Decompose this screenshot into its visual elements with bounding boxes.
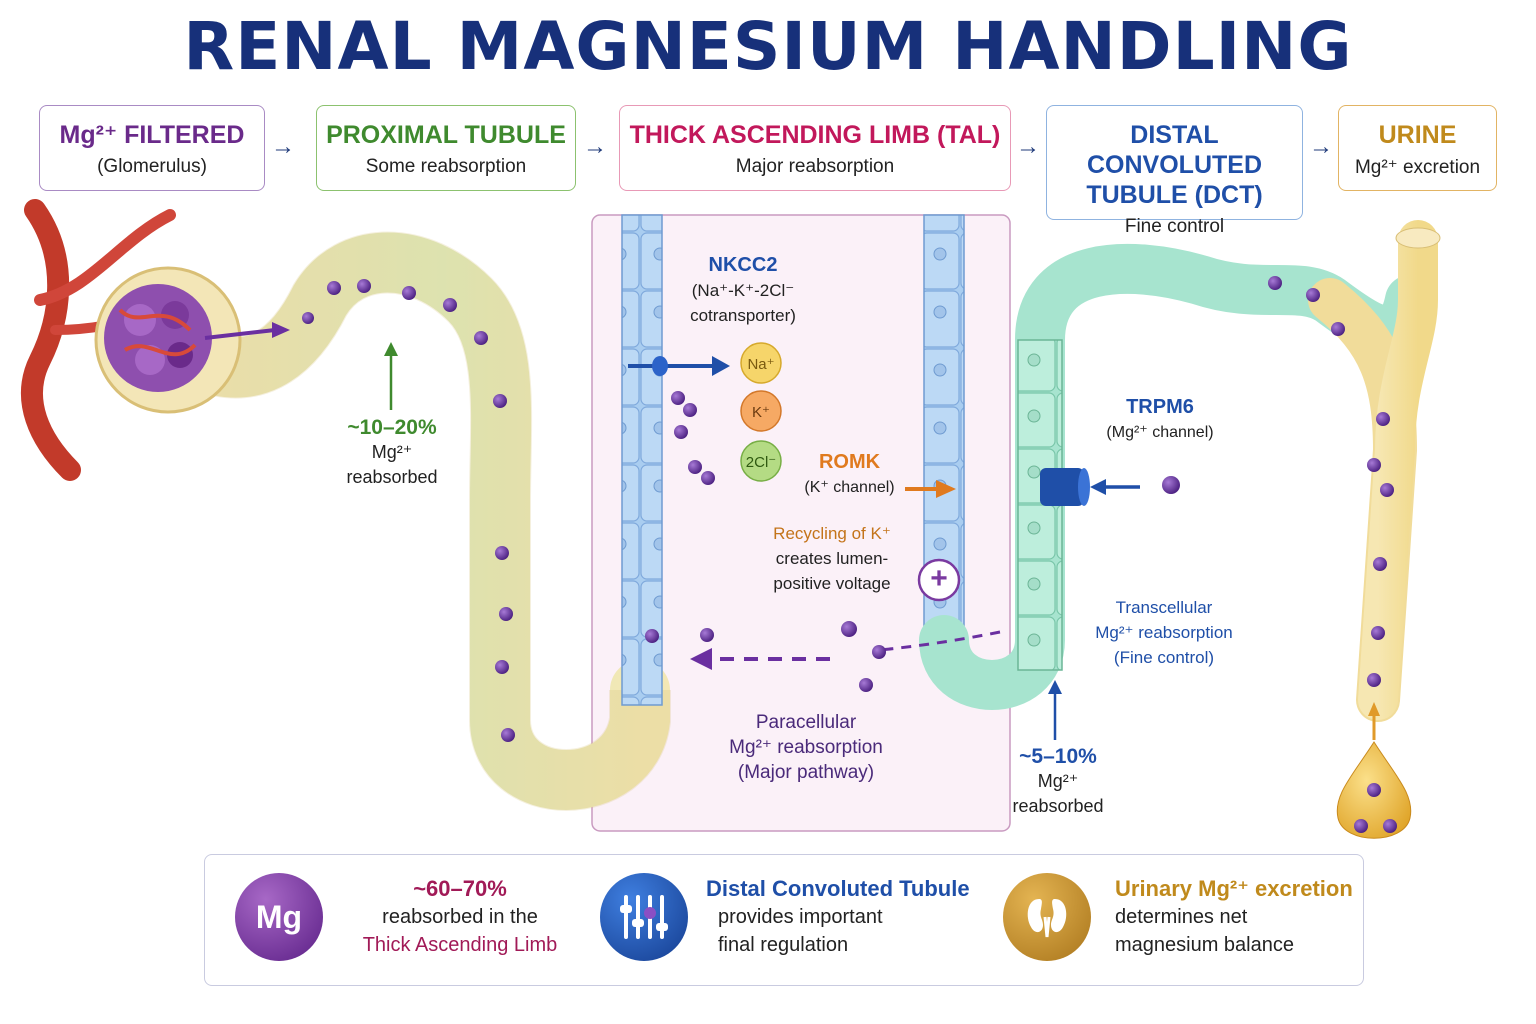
stage-urine: URINE Mg²⁺ excretion xyxy=(1338,105,1497,191)
paracellular-label: Paracellular Mg²⁺ reabsorption (Major pa… xyxy=(706,710,906,785)
collecting-duct xyxy=(1358,220,1438,720)
para-line1: Paracellular xyxy=(755,712,857,733)
recycling-line3: positive voltage xyxy=(773,574,891,593)
dct-mg: Mg²⁺ xyxy=(1037,771,1079,791)
glomerulus xyxy=(104,284,212,392)
stage-dct: DISTAL CONVOLUTED TUBULE (DCT) Fine cont… xyxy=(1046,105,1303,237)
stage-proximal-title: PROXIMAL TUBULE xyxy=(326,121,566,149)
sliders-icon xyxy=(600,873,688,961)
stage-dct-sub: Fine control xyxy=(1124,216,1225,237)
ion-cl-icon xyxy=(740,440,782,482)
dct-reabsorption-label: ~5–10% Mg²⁺ reabsorbed xyxy=(992,744,1124,819)
stage-filtered: Mg²⁺ FILTERED (Glomerulus) xyxy=(39,105,265,191)
stage-dct-title-1: DISTAL CONVOLUTED xyxy=(1087,121,1262,179)
nkcc2-line2: cotransporter) xyxy=(690,306,796,325)
ion-na-label: Na⁺ xyxy=(747,356,775,373)
nkcc2-label: NKCC2 (Na⁺-K⁺-2Cl⁻ cotransporter) xyxy=(678,253,808,328)
nkcc2-name: NKCC2 xyxy=(708,254,778,276)
summary-legend: Mg ~60–70% reabsorbed in the Thick Ascen… xyxy=(204,854,1364,986)
paracellular-arrow xyxy=(690,648,712,670)
stage-tal-title: THICK ASCENDING LIMB (TAL) xyxy=(629,121,1001,149)
legend-text-dct: Distal Convoluted Tubule provides import… xyxy=(706,875,970,959)
plus-sign: + xyxy=(930,562,948,595)
romk-desc: (K⁺ channel) xyxy=(804,479,895,496)
dct-pct: ~5–10% xyxy=(1019,745,1097,768)
trans-line3: (Fine control) xyxy=(1113,648,1215,667)
recycling-line2: creates lumen- xyxy=(775,549,889,568)
legend-text-tal: ~60–70% reabsorbed in the Thick Ascendin… xyxy=(345,875,575,959)
trpm6-label: TRPM6 (Mg²⁺ channel) xyxy=(1090,395,1230,445)
stage-filtered-title: Mg²⁺ FILTERED xyxy=(59,121,245,149)
proximal-reab: reabsorbed xyxy=(346,467,438,487)
legend-tal-line3: Thick Ascending Limb xyxy=(362,934,558,956)
legend-tal-line2: reabsorbed in the xyxy=(382,906,538,928)
legend-urine-line2: determines net xyxy=(1115,906,1248,928)
tal-cells-left xyxy=(621,214,663,706)
legend-dct-line2: provides important xyxy=(718,906,883,928)
kidneys-icon xyxy=(1003,873,1091,961)
romk-label: ROMK (K⁺ channel) xyxy=(792,450,907,500)
proximal-mg: Mg²⁺ xyxy=(371,442,413,462)
romk-arrow xyxy=(936,480,956,498)
ion-k-label: K⁺ xyxy=(752,404,770,421)
mg-badge-icon: Mg xyxy=(235,873,323,961)
legend-text-urine: Urinary Mg²⁺ excretion determines net ma… xyxy=(1115,875,1353,959)
trpm6-channel-icon xyxy=(1040,468,1084,506)
proximal-pct: ~10–20% xyxy=(347,416,437,439)
ion-k-icon xyxy=(740,390,782,432)
magnesium-ions xyxy=(302,276,1397,833)
legend-urine-line3: magnesium balance xyxy=(1115,934,1294,956)
recycling-label: Recycling of K⁺ creates lumen- positive … xyxy=(752,521,912,596)
para-line2: Mg²⁺ reabsorption xyxy=(729,737,883,758)
trans-line1: Transcellular xyxy=(1115,598,1213,617)
ion-na-icon xyxy=(740,342,782,384)
dct-reab: reabsorbed xyxy=(1012,796,1104,816)
nkcc2-line1: (Na⁺-K⁺-2Cl⁻ xyxy=(691,281,795,300)
flow-arrow-3: → xyxy=(1016,133,1040,160)
stage-proximal-sub: Some reabsorption xyxy=(365,156,527,177)
legend-urine-line1: Urinary Mg²⁺ excretion xyxy=(1115,876,1353,901)
page-title: RENAL MAGNESIUM HANDLING xyxy=(183,8,1353,85)
nkcc2-transporter-icon xyxy=(652,356,668,376)
legend-dct-line1: Distal Convoluted Tubule xyxy=(706,876,970,901)
flow-arrow-1: → xyxy=(271,133,295,160)
legend-dct-line3: final regulation xyxy=(718,934,849,956)
flow-arrow-4: → xyxy=(1309,133,1333,160)
para-line3: (Major pathway) xyxy=(737,762,875,783)
stage-proximal: PROXIMAL TUBULE Some reabsorption xyxy=(316,105,576,191)
flow-arrow-2: → xyxy=(583,133,607,160)
artery xyxy=(21,199,81,481)
tal-panel xyxy=(591,214,1011,832)
stage-dct-title-2: TUBULE (DCT) xyxy=(1086,181,1263,209)
ion-cl-label: 2Cl⁻ xyxy=(745,454,777,471)
recycling-line1: Recycling of K⁺ xyxy=(773,524,891,543)
stage-urine-title: URINE xyxy=(1378,121,1457,149)
trans-line2: Mg²⁺ reabsorption xyxy=(1095,623,1233,642)
proximal-tubule xyxy=(170,232,670,810)
trpm6-name: TRPM6 xyxy=(1126,396,1194,418)
proximal-reabsorption-label: ~10–20% Mg²⁺ reabsorbed xyxy=(326,415,458,490)
stage-tal-sub: Major reabsorption xyxy=(735,156,895,177)
romk-name: ROMK xyxy=(818,451,881,473)
positive-voltage-icon xyxy=(917,558,961,602)
mg-badge-text: Mg xyxy=(255,898,303,935)
stage-filtered-sub: (Glomerulus) xyxy=(97,156,207,177)
stage-tal: THICK ASCENDING LIMB (TAL) Major reabsor… xyxy=(619,105,1011,191)
trpm6-desc: (Mg²⁺ channel) xyxy=(1106,424,1214,441)
legend-tal-line1: ~60–70% xyxy=(413,876,507,901)
transcellular-label: Transcellular Mg²⁺ reabsorption (Fine co… xyxy=(1080,595,1248,670)
stage-urine-sub: Mg²⁺ excretion xyxy=(1354,157,1481,178)
